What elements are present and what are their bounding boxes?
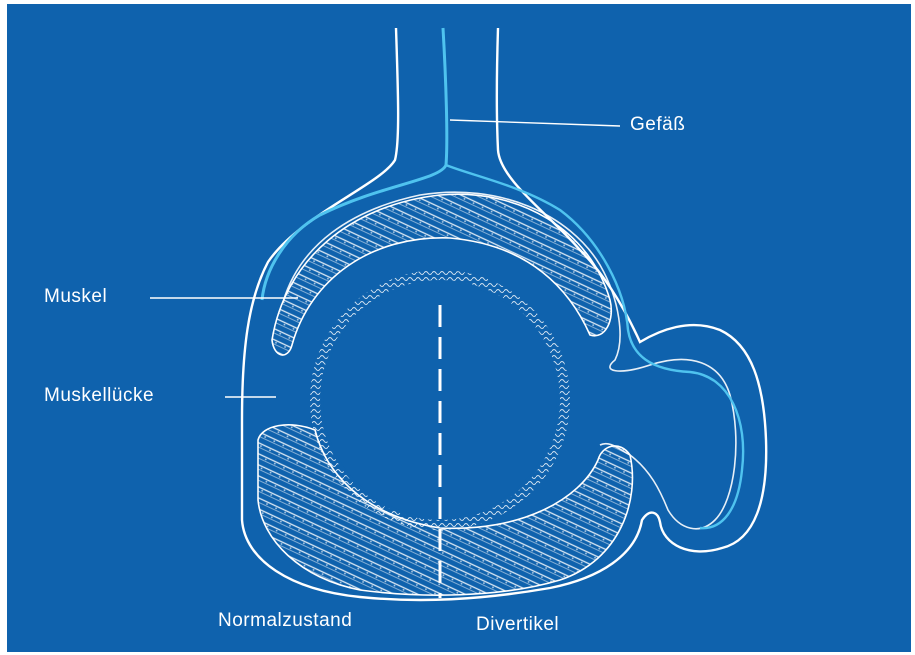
vessel-leader	[450, 120, 620, 126]
label-muscle-gap: Muskellücke	[44, 385, 154, 407]
label-diverticulum: Divertikel	[476, 614, 559, 636]
label-muscle: Muskel	[44, 286, 107, 308]
label-normal-state: Normalzustand	[218, 610, 352, 632]
label-vessel: Gefäß	[630, 114, 685, 136]
